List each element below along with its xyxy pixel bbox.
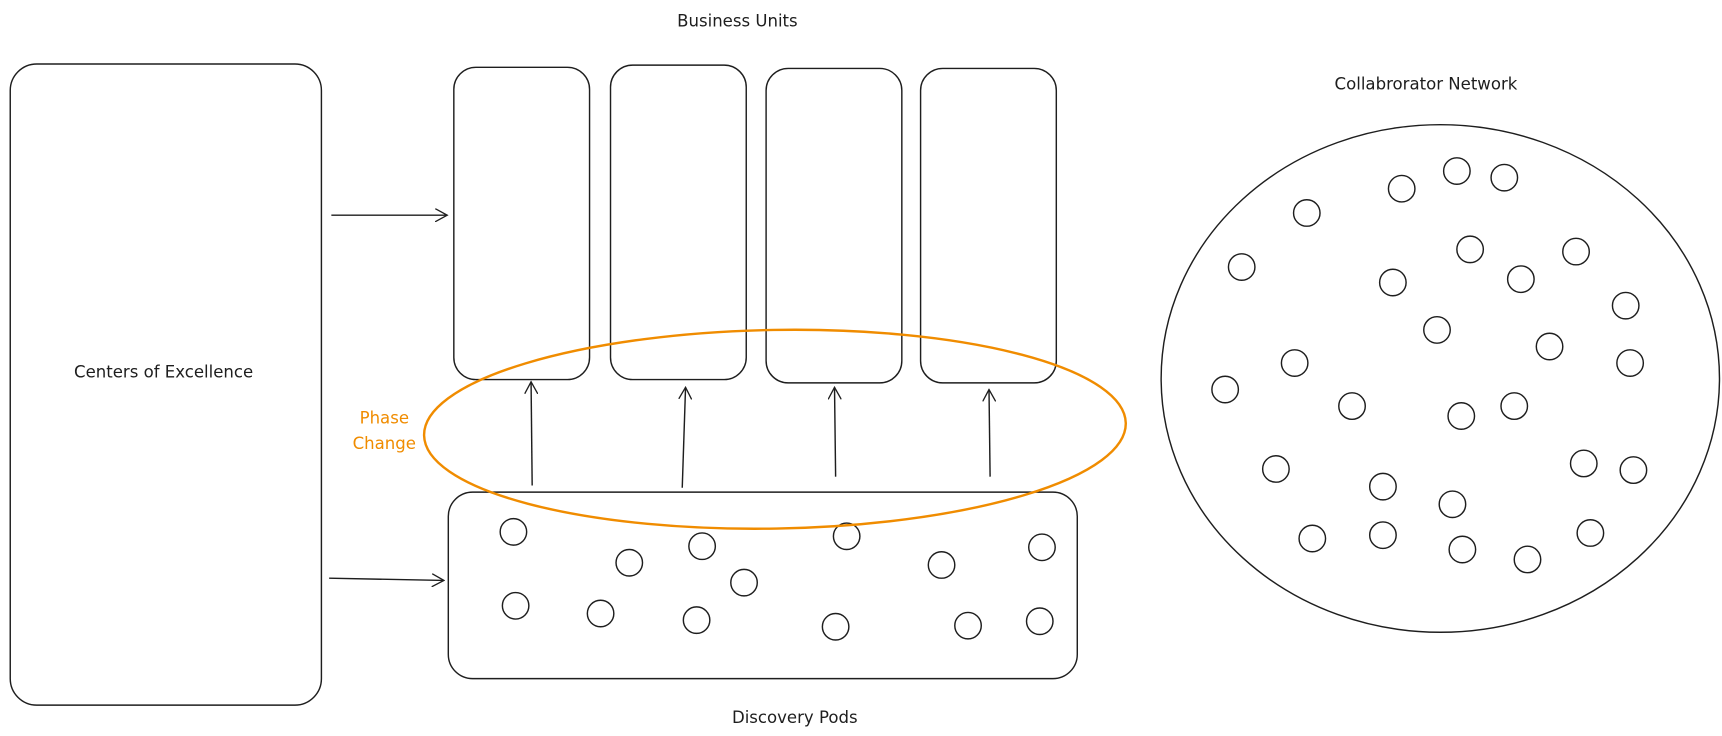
network-member-circle	[1562, 237, 1590, 266]
network-member-circle	[1611, 291, 1640, 320]
business-unit-box-2	[609, 64, 747, 381]
pod-member-circle	[821, 612, 850, 641]
centers-of-excellence-label: Centers of Excellence	[74, 362, 253, 381]
collaborator-network-title: Collabrorator Network	[1335, 74, 1518, 93]
discovery-pods-box	[447, 491, 1078, 680]
network-member-circle	[1227, 253, 1256, 281]
phase-change-label-line2: Change	[353, 434, 416, 453]
phase-change-ellipse	[422, 328, 1127, 530]
pod-member-circle	[730, 568, 758, 597]
network-member-circle	[1506, 265, 1535, 294]
pod-member-circle	[501, 591, 530, 620]
pod-member-circle	[682, 606, 711, 635]
pod-member-circle	[832, 522, 861, 551]
network-member-circle	[1513, 545, 1542, 574]
pod-member-circle	[615, 548, 644, 577]
discovery-pods-label: Discovery Pods	[732, 708, 858, 727]
pod-member-circle	[927, 551, 956, 579]
network-member-circle	[1292, 199, 1321, 227]
pod-member-circle	[1025, 607, 1054, 636]
network-member-circle	[1500, 392, 1529, 421]
business-unit-box-3	[765, 67, 903, 384]
business-units-title: Business Units	[677, 11, 798, 30]
network-member-circle	[1535, 332, 1564, 361]
network-member-circle	[1442, 157, 1471, 185]
pod-member-circle	[499, 517, 528, 546]
network-member-circle	[1368, 521, 1397, 550]
network-member-circle	[1438, 490, 1467, 519]
network-member-circle	[1619, 456, 1648, 485]
network-member-circle	[1298, 524, 1327, 553]
pod-member-circle	[586, 599, 615, 628]
network-member-circle	[1280, 349, 1309, 377]
centers-of-excellence-box	[9, 63, 323, 706]
phase-arrow-3	[835, 387, 836, 477]
network-member-circle	[1378, 268, 1407, 297]
network-member-circle	[1211, 375, 1240, 404]
business-unit-box-4	[919, 67, 1058, 384]
network-member-circle	[1448, 535, 1477, 564]
network-member-circle	[1447, 402, 1476, 430]
pod-member-circle	[1028, 533, 1056, 562]
collaborator-network-circle	[1160, 123, 1721, 633]
network-member-circle	[1616, 349, 1645, 377]
business-units-group	[453, 64, 1058, 384]
collaborator-network-members	[1211, 157, 1648, 574]
network-member-circle	[1261, 455, 1290, 483]
network-member-circle	[1368, 472, 1397, 501]
coe-to-discovery-pods-arrow	[329, 578, 444, 580]
pod-member-circle	[688, 532, 717, 561]
business-unit-box-1	[453, 66, 591, 381]
phase-change-label-line1: Phase	[360, 409, 409, 428]
network-member-circle	[1423, 315, 1451, 344]
phase-arrow-4	[989, 390, 990, 477]
phase-arrow-2	[682, 387, 685, 488]
network-member-circle	[1569, 449, 1598, 478]
pod-member-circle	[954, 611, 982, 640]
network-member-circle	[1456, 235, 1485, 264]
network-member-circle	[1576, 519, 1605, 547]
phase-change-arrows	[531, 382, 990, 488]
discovery-pod-members	[499, 517, 1056, 641]
network-member-circle	[1490, 163, 1519, 192]
network-member-circle	[1387, 174, 1416, 203]
phase-arrow-1	[531, 382, 532, 486]
network-member-circle	[1338, 392, 1366, 421]
